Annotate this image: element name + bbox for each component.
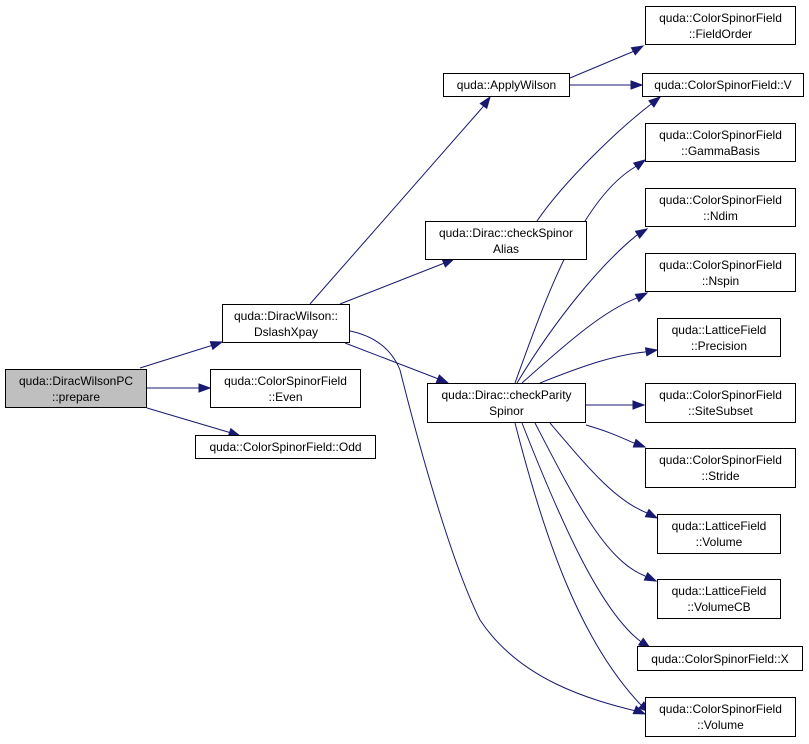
arrowhead [643, 571, 658, 582]
call-edge-tail [435, 377, 439, 380]
node-label-line1: quda::ColorSpinorField [659, 702, 782, 716]
call-edge [516, 234, 638, 384]
node-label-line2: ::FieldOrder [688, 26, 753, 41]
arrowhead [644, 347, 659, 357]
call-edge [569, 51, 633, 79]
call-edge-tail [631, 50, 634, 53]
call-edge-tail [639, 703, 642, 706]
node-label-line1: quda::LatticeField [671, 519, 767, 533]
node-label-line1: quda::Dirac::checkSpinor [438, 225, 574, 240]
node-diracwilsonpc-prepare: quda::DiracWilsonPC ::prepare [5, 369, 147, 408]
node-colorspinorfield-fieldorder[interactable]: quda::ColorSpinorField ::FieldOrder [645, 6, 796, 45]
arrowhead [632, 438, 647, 448]
node-label-line1: quda::ColorSpinorField [659, 192, 782, 207]
arrowhead [198, 383, 212, 393]
node-label-line1: quda::ColorSpinorField [224, 373, 347, 388]
call-edge [514, 422, 641, 705]
call-edge [585, 424, 635, 444]
node-diracwilson-dslashxpay[interactable]: quda::DiracWilson:: DslashXpay [222, 304, 350, 343]
call-edge-tail [227, 431, 230, 433]
node-label-line2: ::Volume [695, 535, 743, 549]
node-colorspinorfield-v[interactable]: quda::ColorSpinorField::V [642, 73, 804, 97]
node-dirac-checkparityspinor[interactable]: quda::Dirac::checkParity Spinor [427, 383, 586, 423]
node-applywilson[interactable]: quda::ApplyWilson [443, 73, 570, 97]
call-edge-tail [634, 165, 637, 168]
node-label-line2: Alias [492, 241, 519, 256]
node-label-line2: ::Volume [697, 718, 744, 732]
arrowhead [441, 258, 456, 268]
node-colorspinorfield-stride[interactable]: quda::ColorSpinorField ::Stride [645, 448, 796, 488]
call-edge [139, 345, 211, 369]
node-latticefield-volume[interactable]: quda::LatticeField ::Volume [657, 514, 781, 554]
node-label-line1: quda::ColorSpinorField [659, 127, 782, 142]
node-colorspinorfield-even[interactable]: quda::ColorSpinorField ::Even [210, 369, 361, 408]
call-edge [344, 342, 437, 379]
node-colorspinorfield-volume[interactable]: quda::ColorSpinorField ::Volume [645, 697, 796, 737]
node-label-line1: quda::LatticeField [671, 584, 767, 598]
node-label-line2: ::prepare [51, 389, 101, 404]
node-label-line2: ::Nspin [701, 273, 740, 288]
arrowhead [634, 292, 649, 303]
call-edge-tail [634, 709, 641, 713]
node-label-line2: ::Stride [701, 469, 740, 483]
node-label-line1: quda::DiracWilsonPC [18, 373, 134, 388]
node-label-line1: quda::ColorSpinorField::Odd [209, 440, 362, 454]
call-edge [521, 422, 641, 642]
call-edge [344, 329, 641, 713]
arrowhead [644, 508, 659, 519]
call-edge [146, 407, 229, 433]
node-colorspinorfield-sitesubset[interactable]: quda::ColorSpinorField ::SiteSubset [645, 383, 796, 423]
node-colorspinorfield-ndim[interactable]: quda::ColorSpinorField ::Ndim [645, 188, 796, 227]
arrowhead [479, 95, 491, 110]
call-edge [549, 422, 648, 514]
node-colorspinorfield-gammabasis[interactable]: quda::ColorSpinorField ::GammaBasis [645, 123, 796, 162]
call-edge-tail [481, 105, 484, 109]
node-label-line2: ::GammaBasis [681, 143, 760, 158]
node-colorspinorfield-odd[interactable]: quda::ColorSpinorField::Odd [195, 435, 376, 459]
node-label-line2: DslashXpay [253, 324, 319, 339]
node-label-line1: quda::ColorSpinorField::X [651, 651, 789, 666]
node-label-line2: ::Precision [690, 338, 748, 353]
arrowhead [632, 400, 646, 410]
node-label-line1: quda::Dirac::checkParity [441, 388, 572, 402]
call-edge [534, 422, 646, 577]
arrowhead [630, 45, 645, 56]
node-label-line2: Spinor [489, 404, 524, 418]
arrowhead [632, 159, 647, 171]
node-latticefield-precision[interactable]: quda::LatticeField ::Precision [657, 318, 781, 357]
arrowhead [634, 228, 649, 239]
arrowhead [630, 80, 644, 90]
arrowhead [648, 96, 662, 108]
node-label-line1: quda::DiracWilson:: [233, 308, 339, 323]
call-edge [521, 297, 638, 384]
call-edge [339, 263, 443, 305]
call-edge [536, 104, 651, 222]
call-edge-tail [441, 262, 445, 265]
node-label-line1: quda::LatticeField [671, 322, 767, 337]
arrowhead [435, 374, 450, 384]
node-label-line1: quda::ApplyWilson [456, 78, 557, 92]
call-edge-tail [639, 640, 642, 643]
node-label-line2: ::Even [268, 389, 303, 404]
call-edge-tail [649, 103, 652, 106]
call-edge [309, 107, 483, 305]
node-label-line1: quda::ColorSpinorField::V [654, 78, 792, 92]
call-edge [539, 351, 646, 384]
call-edge [514, 166, 636, 384]
node-label-line2: ::Ndim [703, 208, 738, 223]
node-dirac-checkspinoralias[interactable]: quda::Dirac::checkSpinor Alias [425, 221, 587, 260]
node-label-line1: quda::ColorSpinorField [659, 10, 782, 25]
node-colorspinorfield-nspin[interactable]: quda::ColorSpinorField ::Nspin [645, 253, 796, 292]
call-edge-tail [209, 345, 212, 347]
node-label-line1: quda::ColorSpinorField [659, 257, 782, 272]
node-colorspinorfield-x[interactable]: quda::ColorSpinorField::X [637, 646, 803, 671]
node-label-line2: ::SiteSubset [688, 404, 753, 418]
arrowhead [209, 341, 224, 351]
node-label-line1: quda::ColorSpinorField [659, 453, 782, 467]
node-label-line2: ::VolumeCB [687, 600, 751, 614]
node-latticefield-volumecb[interactable]: quda::LatticeField ::VolumeCB [657, 579, 781, 619]
node-label-line1: quda::ColorSpinorField [659, 388, 782, 402]
